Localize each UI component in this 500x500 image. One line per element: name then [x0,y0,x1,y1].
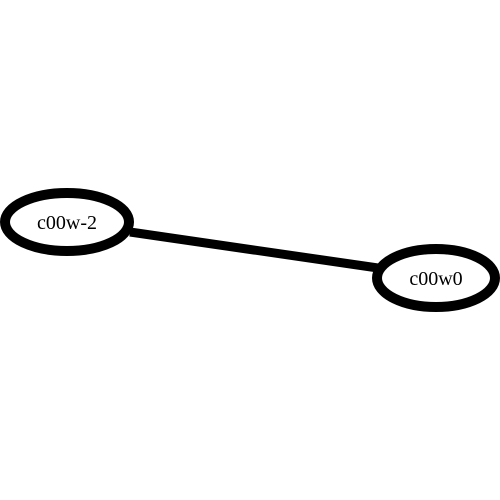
node-c00w0-label: c00w0 [409,268,462,290]
node-c00w0-ellipse [372,244,500,312]
node-c00w-2-ellipse [0,188,134,256]
node-c00w-2-label: c00w-2 [37,212,97,234]
node-c00w-2: c00w-2 [0,188,134,256]
edge-c00w-2-to-c00w0 [129,227,379,273]
node-c00w0: c00w0 [372,244,500,312]
